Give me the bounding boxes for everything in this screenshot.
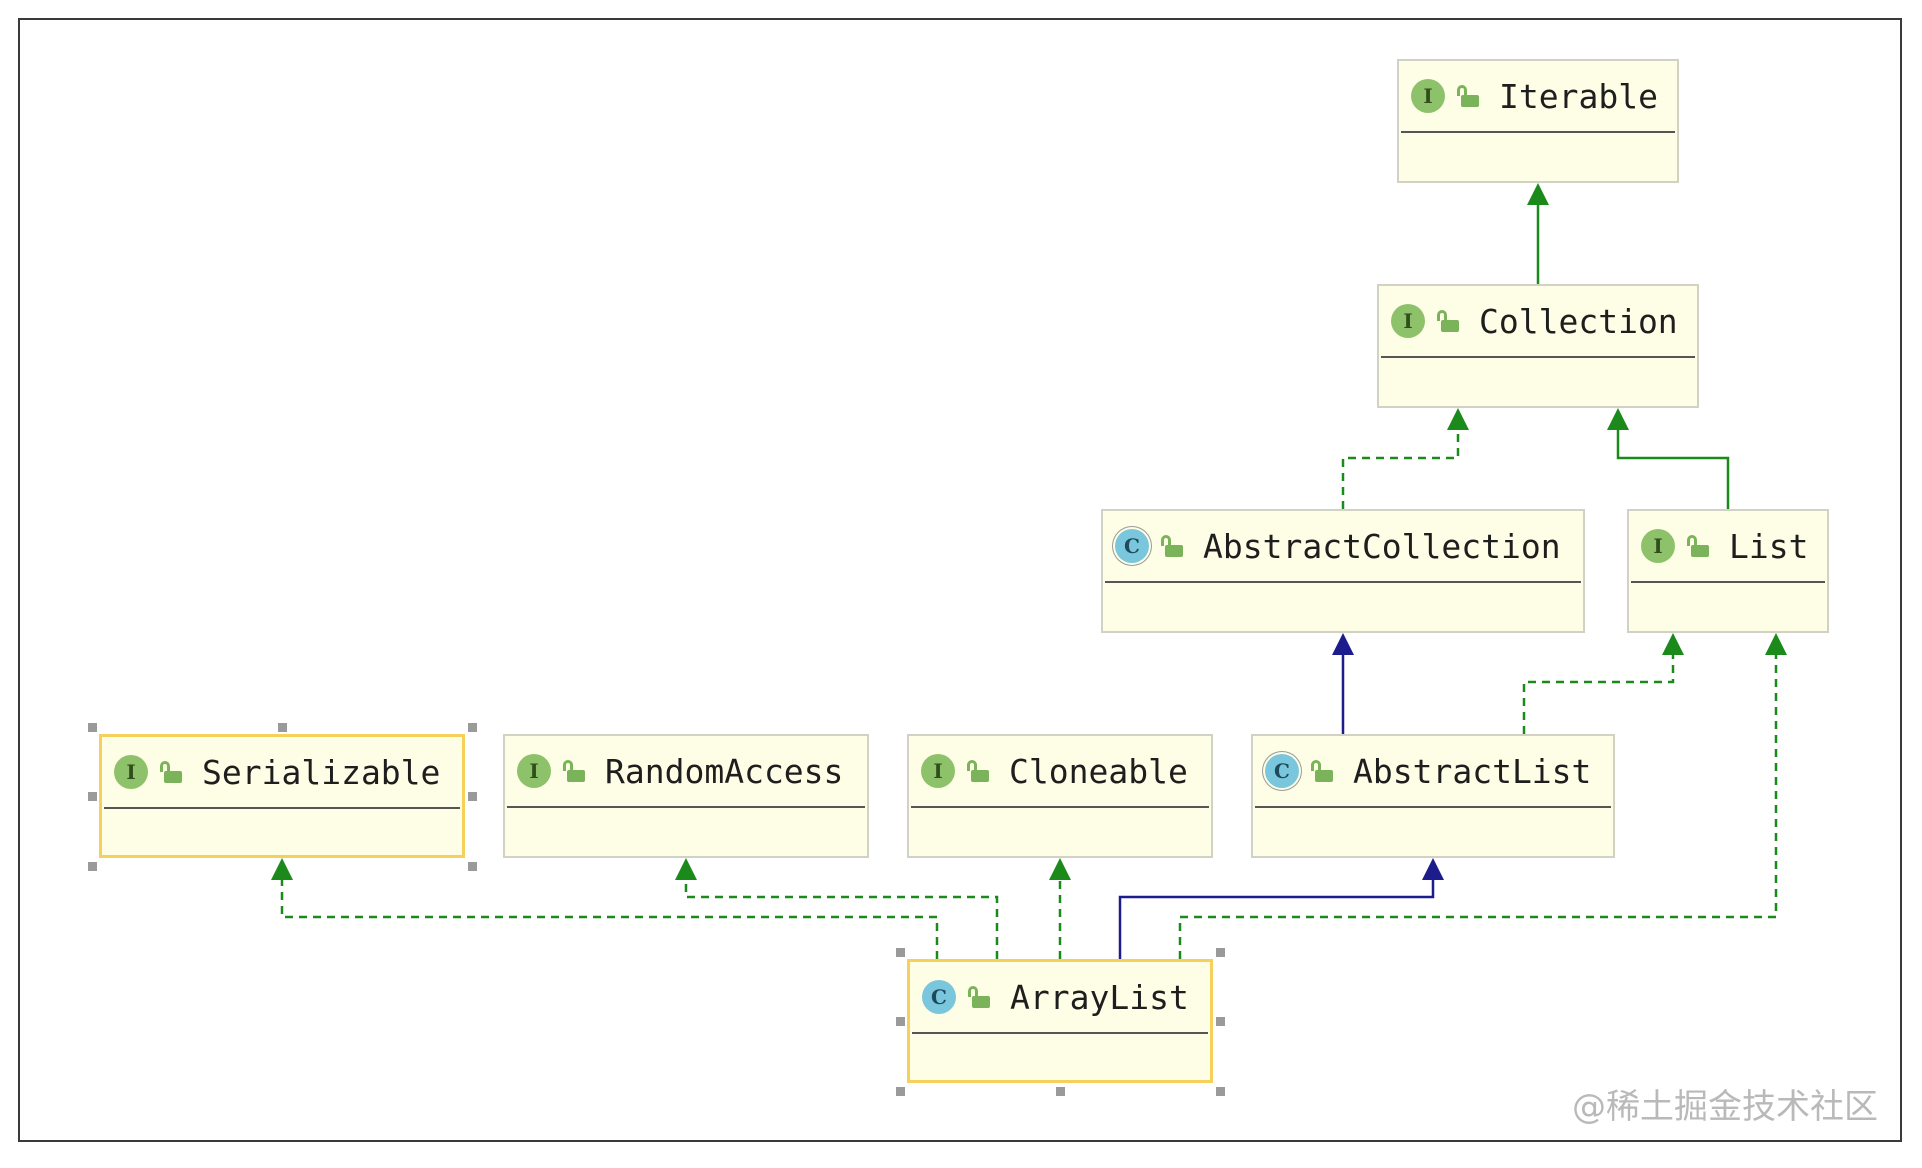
- watermark: @稀土掘金技术社区: [1572, 1087, 1878, 1127]
- edge-abstract_list-to-list[interactable]: [1522, 651, 1675, 734]
- class-node-collection[interactable]: I Collection: [1377, 284, 1699, 408]
- interface-badge-icon: I: [114, 755, 148, 789]
- node-name: Collection: [1479, 301, 1678, 341]
- node-name: Cloneable: [1009, 751, 1188, 791]
- public-visibility-icon: [160, 760, 184, 784]
- class-node-cloneable[interactable]: I Cloneable: [907, 734, 1213, 858]
- interface-badge-icon: I: [1411, 79, 1445, 113]
- node-header: I RandomAccess: [507, 736, 865, 808]
- node-header: I Iterable: [1401, 61, 1675, 133]
- diagram-canvas: [18, 18, 1902, 1142]
- resize-handle[interactable]: [88, 723, 97, 732]
- node-name: AbstractCollection: [1203, 526, 1561, 566]
- resize-handle[interactable]: [468, 723, 477, 732]
- edge-abstract_collection-to-collection[interactable]: [1341, 426, 1460, 509]
- arrowhead-icon: [1765, 633, 1787, 655]
- public-visibility-icon: [563, 759, 587, 783]
- resize-handle[interactable]: [1216, 1017, 1225, 1026]
- abstract-class-badge-icon: C: [1115, 529, 1149, 563]
- public-visibility-icon: [1457, 84, 1481, 108]
- interface-badge-icon: I: [517, 754, 551, 788]
- resize-handle[interactable]: [896, 1087, 905, 1096]
- public-visibility-icon: [1437, 309, 1461, 333]
- resize-handle[interactable]: [1216, 1087, 1225, 1096]
- resize-handle[interactable]: [278, 723, 287, 732]
- public-visibility-icon: [1161, 534, 1185, 558]
- public-visibility-icon: [967, 759, 991, 783]
- node-header: I List: [1631, 511, 1825, 583]
- interface-badge-icon: I: [921, 754, 955, 788]
- class-badge-icon: C: [922, 980, 956, 1014]
- node-name: Iterable: [1499, 76, 1658, 116]
- arrowhead-icon: [1332, 633, 1354, 655]
- node-name: ArrayList: [1010, 977, 1189, 1017]
- resize-handle[interactable]: [468, 792, 477, 801]
- class-node-iterable[interactable]: I Iterable: [1397, 59, 1679, 183]
- edge-list-to-collection[interactable]: [1616, 426, 1730, 509]
- node-header: C AbstractCollection: [1105, 511, 1581, 583]
- resize-handle[interactable]: [88, 862, 97, 871]
- class-node-array-list[interactable]: C ArrayList: [907, 959, 1213, 1083]
- resize-handle[interactable]: [896, 948, 905, 957]
- resize-handle[interactable]: [1056, 1087, 1065, 1096]
- node-header: I Cloneable: [911, 736, 1209, 808]
- class-node-list[interactable]: I List: [1627, 509, 1829, 633]
- arrowhead-icon: [1662, 633, 1684, 655]
- resize-handle[interactable]: [896, 1017, 905, 1026]
- class-node-random-access[interactable]: I RandomAccess: [503, 734, 869, 858]
- class-node-abstract-list[interactable]: C AbstractList: [1251, 734, 1615, 858]
- arrowhead-icon: [675, 858, 697, 880]
- edge-array_list-to-serializable[interactable]: [280, 876, 939, 959]
- resize-handle[interactable]: [468, 862, 477, 871]
- edge-array_list-to-random_access[interactable]: [684, 876, 999, 959]
- class-node-serializable[interactable]: I Serializable: [99, 734, 465, 858]
- node-name: Serializable: [202, 752, 441, 792]
- arrowhead-icon: [1607, 408, 1629, 430]
- public-visibility-icon: [1311, 759, 1335, 783]
- resize-handle[interactable]: [1216, 948, 1225, 957]
- resize-handle[interactable]: [88, 792, 97, 801]
- arrowhead-icon: [1447, 408, 1469, 430]
- node-header: I Collection: [1381, 286, 1695, 358]
- edge-array_list-to-abstract_list[interactable]: [1118, 876, 1435, 959]
- node-name: AbstractList: [1353, 751, 1592, 791]
- node-name: List: [1729, 526, 1809, 566]
- arrowhead-icon: [1049, 858, 1071, 880]
- class-node-abstract-collection[interactable]: C AbstractCollection: [1101, 509, 1585, 633]
- node-header: C AbstractList: [1255, 736, 1611, 808]
- interface-badge-icon: I: [1391, 304, 1425, 338]
- node-name: RandomAccess: [605, 751, 844, 791]
- arrowhead-icon: [271, 858, 293, 880]
- node-header: I Serializable: [104, 737, 460, 809]
- arrowhead-icon: [1527, 183, 1549, 205]
- interface-badge-icon: I: [1641, 529, 1675, 563]
- edge-array_list-to-list[interactable]: [1178, 651, 1778, 959]
- public-visibility-icon: [1687, 534, 1711, 558]
- public-visibility-icon: [968, 985, 992, 1009]
- node-header: C ArrayList: [912, 962, 1208, 1034]
- arrowhead-icon: [1422, 858, 1444, 880]
- abstract-class-badge-icon: C: [1265, 754, 1299, 788]
